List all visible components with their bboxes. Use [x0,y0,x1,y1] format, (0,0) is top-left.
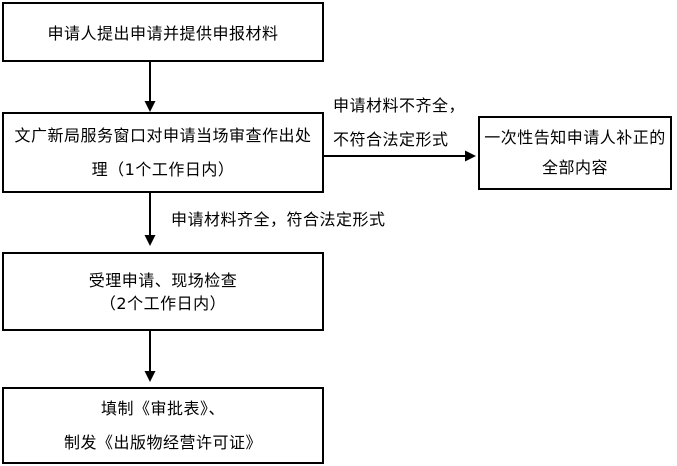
arrowhead-down-icon [144,235,156,246]
process-box-notify: 一次性告知申请人补正的 全部内容 [478,116,672,190]
process-box-apply-text: 申请人提出申请并提供申报材料 [47,24,279,43]
process-box-review-text-line2: 理（1个工作日内） [91,159,235,179]
process-box-accept: 受理申请、现场检查 （2个工作日内） [2,252,324,331]
edge-label-materials-incomplete-line1: 申请材料不齐全， [333,96,466,115]
process-box-accept-text-line2: （2个工作日内） [99,293,227,313]
edge-label-materials-complete: 申请材料齐全，符合法定形式 [171,210,386,229]
process-box-review: 文广新局服务窗口对申请当场审查作出处 理（1个工作日内） [2,112,324,193]
process-box-issue-text-line1: 填制《审批表》、 [100,398,225,418]
process-box-issue: 填制《审批表》、 制发《出版物经营许可证》 [2,387,324,464]
arrowhead-right-icon [465,150,476,162]
process-box-review-text-line1: 文广新局服务窗口对申请当场审查作出处 [14,125,312,145]
process-box-apply: 申请人提出申请并提供申报材料 [2,2,324,62]
process-box-accept-text-line1: 受理申请、现场检查 [88,270,238,290]
edge-label-materials-incomplete: 申请材料不齐全， 不符合法定形式 [333,89,465,157]
arrow-accept-to-issue [144,331,156,382]
process-box-issue-text-line2: 制发《出版物经营许可证》 [63,432,262,452]
arrowhead-down-icon [144,101,156,112]
edge-label-materials-incomplete-line2: 不符合法定形式 [333,130,449,149]
arrowhead-down-icon [144,371,156,382]
process-box-notify-text-line1: 一次性告知申请人补正的 [484,128,666,147]
arrow-apply-to-review [144,62,156,112]
process-box-notify-text-line2: 全部内容 [541,158,608,177]
arrow-review-to-accept [144,193,156,246]
